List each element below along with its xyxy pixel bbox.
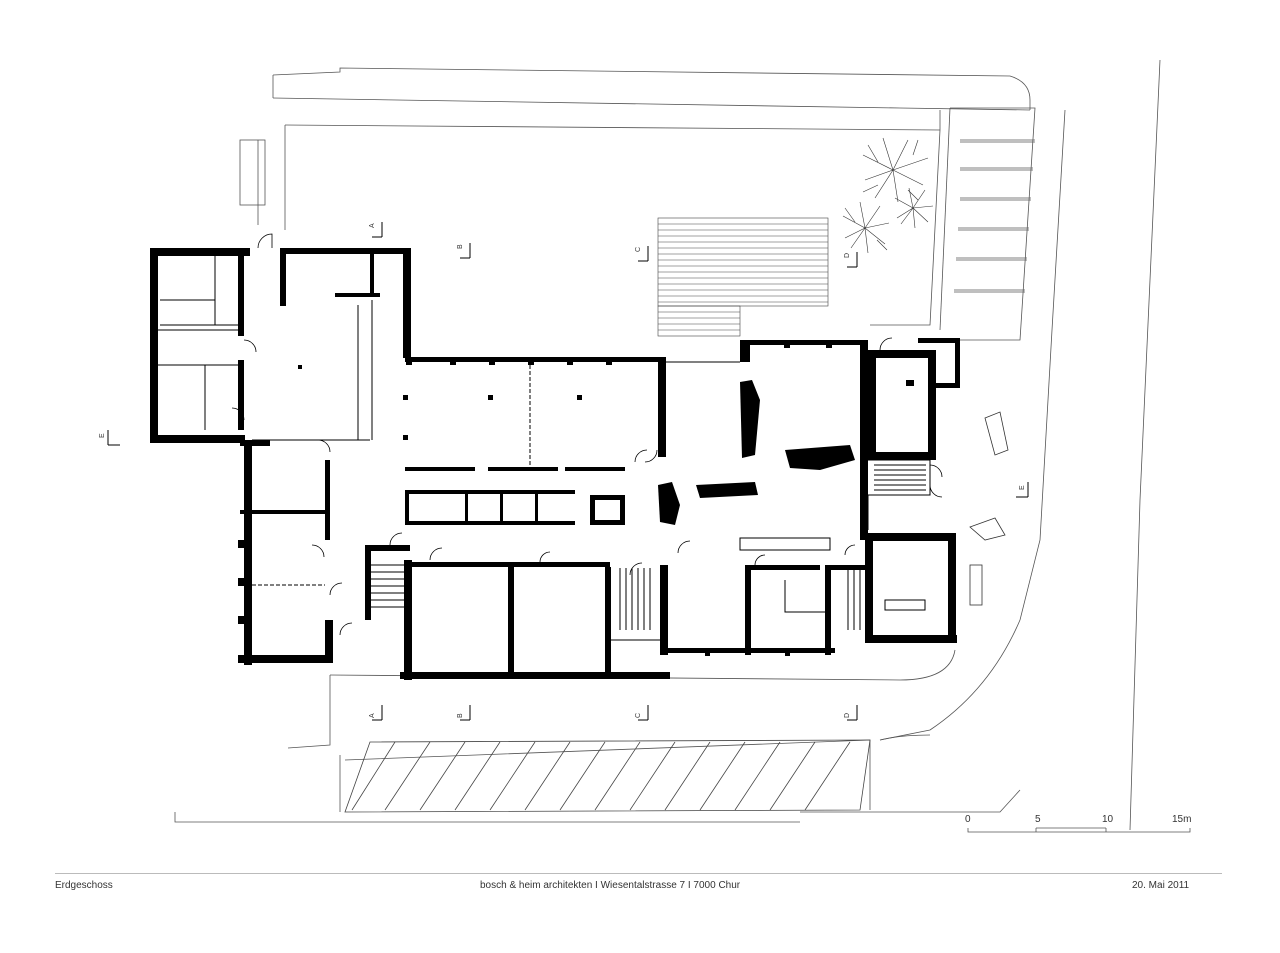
section-marker-a-top: A <box>369 222 383 238</box>
trees <box>842 137 934 254</box>
scale-label-0: 0 <box>965 814 971 825</box>
scale-bar: 0 5 10 15m <box>965 814 1191 833</box>
section-marker-b-top: B <box>457 243 471 259</box>
svg-text:E: E <box>1019 485 1026 490</box>
deck <box>657 217 829 337</box>
footer-rule <box>55 873 1222 874</box>
section-marker-e-left: E <box>99 430 120 446</box>
site-outline <box>174 59 1161 831</box>
footer-date: 20. Mai 2011 <box>1132 880 1190 891</box>
section-marker-c-top: C <box>635 246 649 262</box>
section-marker-a-bottom: A <box>369 705 383 721</box>
svg-text:C: C <box>635 247 642 252</box>
thin-walls <box>158 256 931 641</box>
footer-drawing-title: Erdgeschoss <box>55 880 113 891</box>
furniture <box>658 380 855 525</box>
scale-label-10: 10 <box>1102 814 1114 825</box>
benches <box>969 411 1009 606</box>
section-marker-c-bottom: C <box>635 705 649 721</box>
parking-bottom <box>344 739 871 813</box>
svg-text:B: B <box>457 244 464 249</box>
svg-text:D: D <box>844 713 851 718</box>
section-marker-d-bottom: D <box>844 705 858 721</box>
footer-architect-address: bosch & heim architekten I Wiesentalstra… <box>480 880 741 891</box>
scale-label-5: 5 <box>1035 814 1041 825</box>
section-marker-b-bottom: B <box>457 705 471 721</box>
parking-right <box>954 139 1035 293</box>
section-marker-e-right: E <box>1016 482 1029 498</box>
svg-text:E: E <box>99 433 106 438</box>
section-marker-d-top: D <box>844 252 858 268</box>
section-markers: A B C D A B C D <box>99 222 1029 721</box>
posts <box>150 340 914 679</box>
scale-label-15m: 15m <box>1172 814 1191 825</box>
svg-text:A: A <box>369 223 376 228</box>
svg-text:B: B <box>457 713 464 718</box>
svg-text:C: C <box>635 713 642 718</box>
svg-text:A: A <box>369 713 376 718</box>
doors <box>231 233 943 636</box>
svg-text:D: D <box>844 253 851 258</box>
